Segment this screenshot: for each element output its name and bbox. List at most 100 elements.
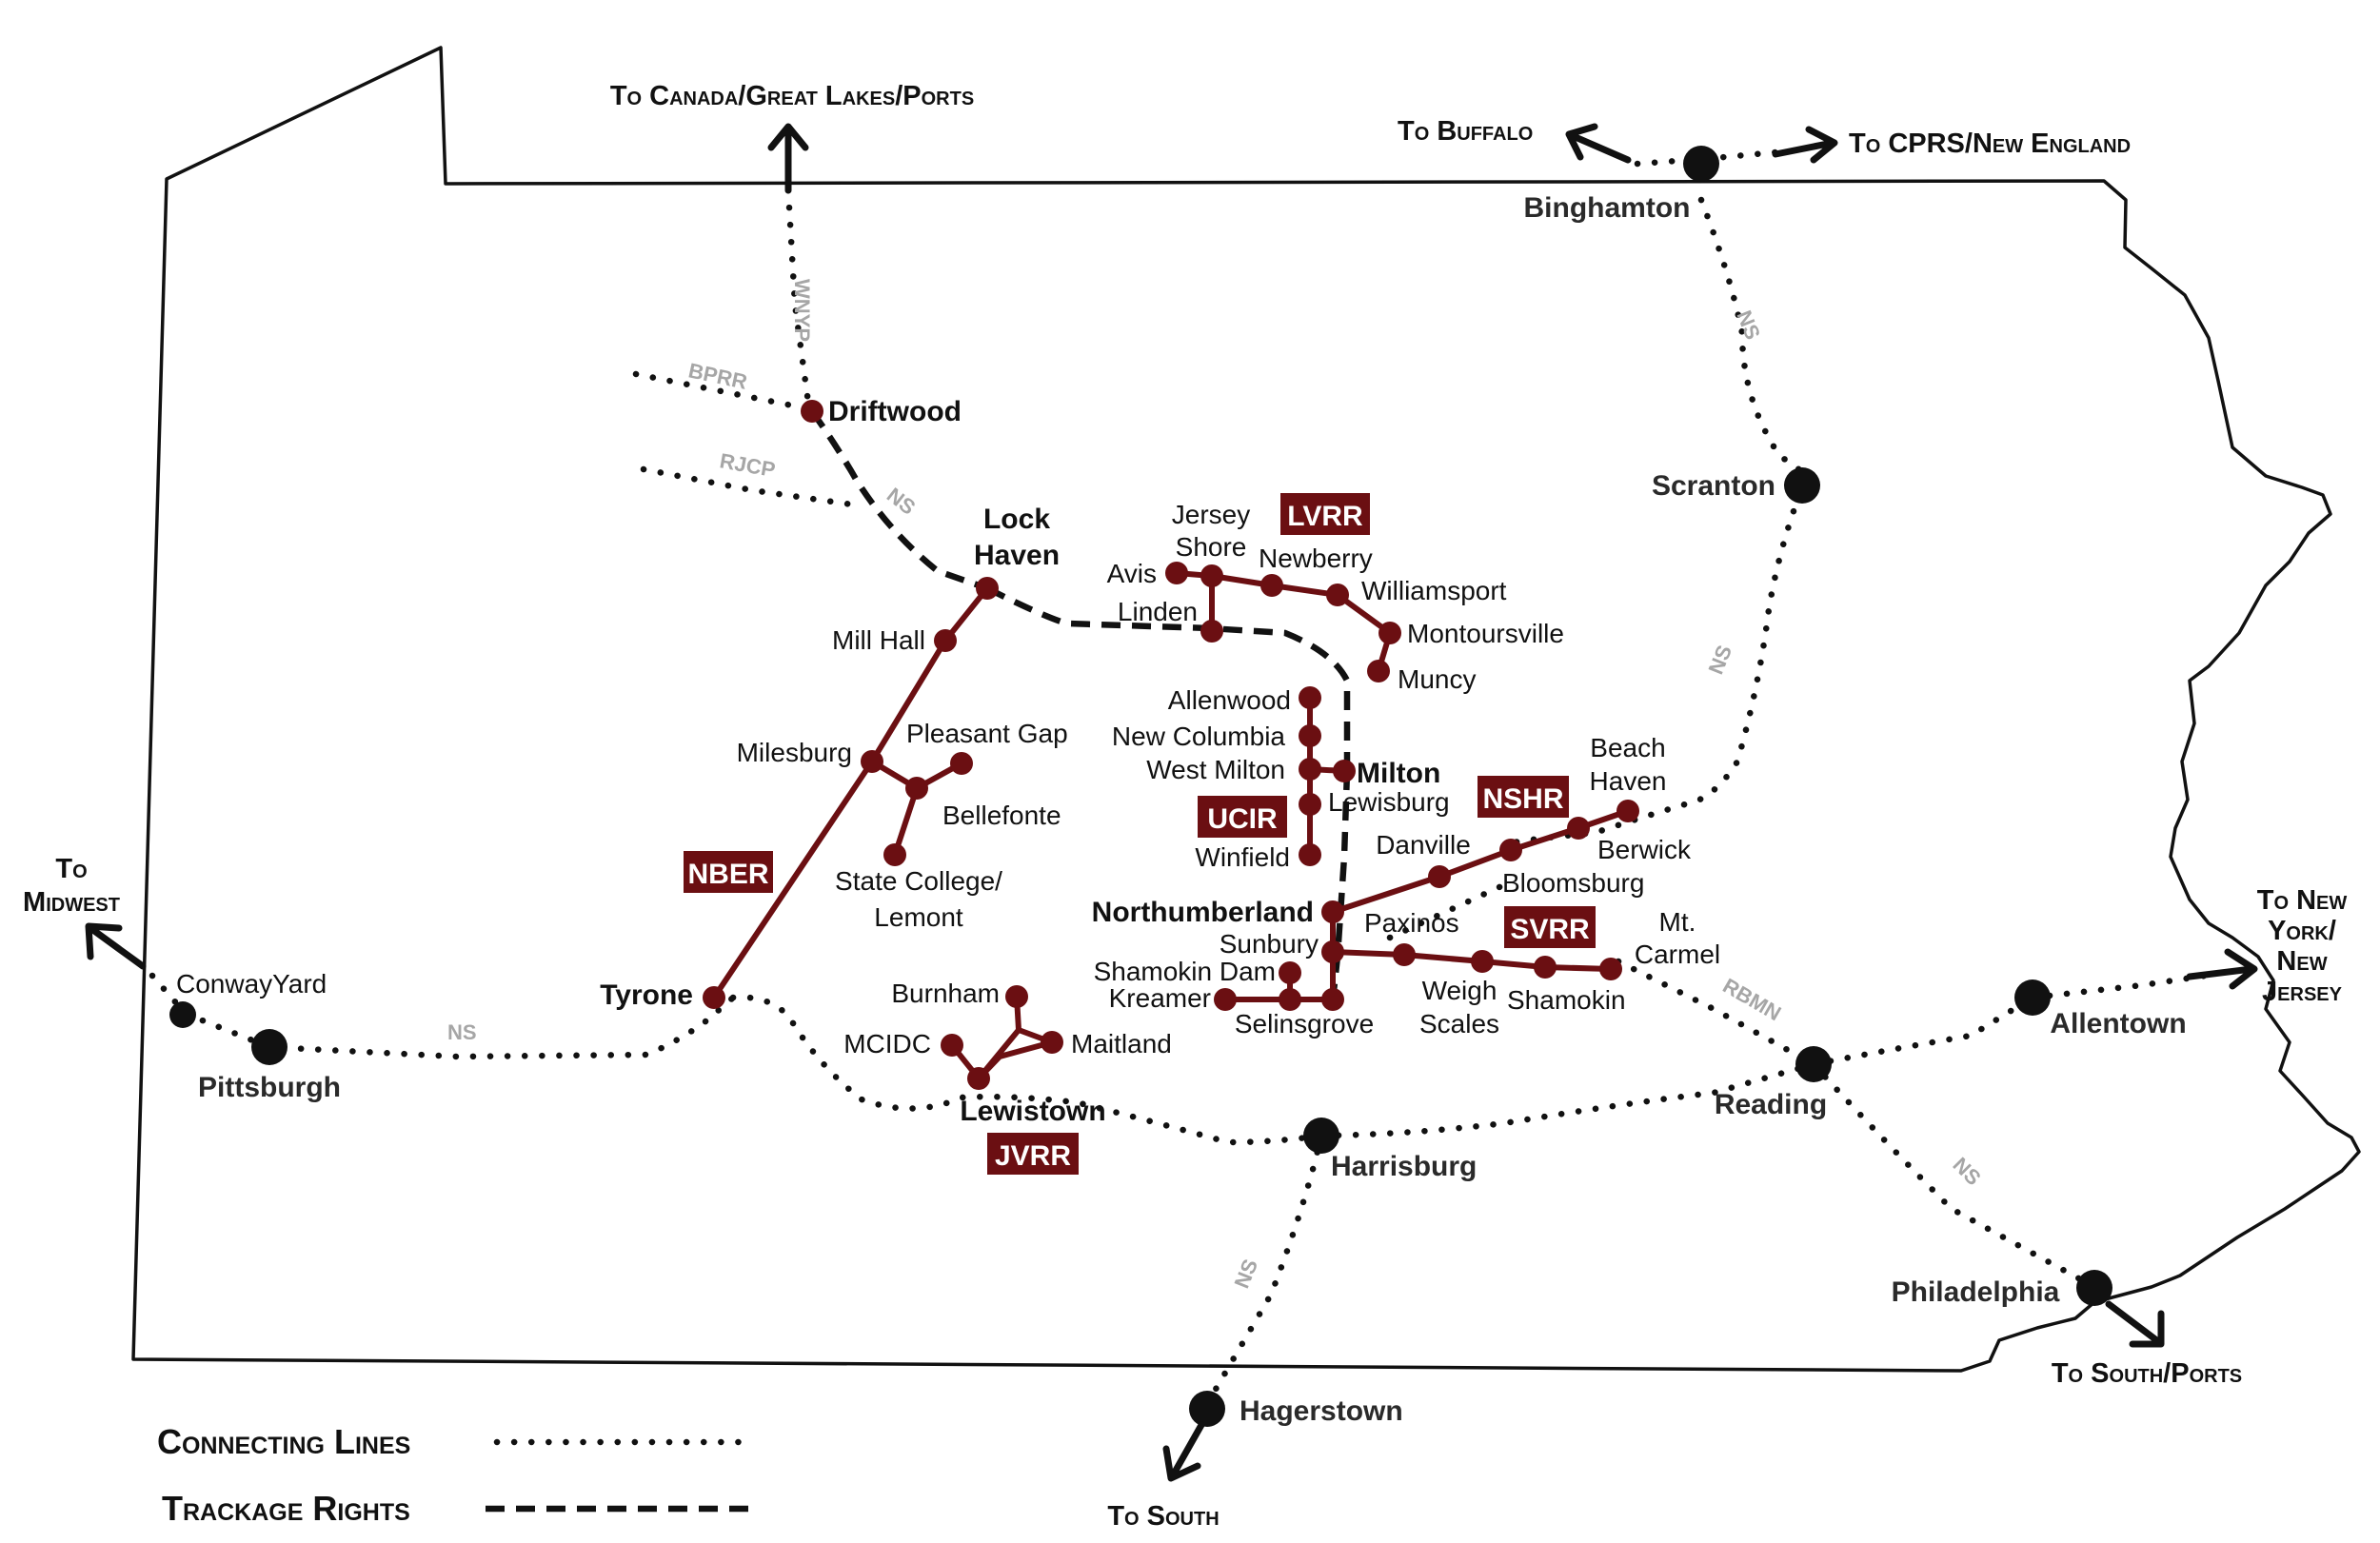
weigh-scales-station[interactable] <box>1471 950 1494 973</box>
state-college-station[interactable] <box>883 843 906 866</box>
sunbury-station[interactable] <box>1321 940 1344 963</box>
avis-station[interactable] <box>1165 562 1188 584</box>
paxinos-label: Paxinos <box>1364 908 1459 938</box>
direction-arrows <box>85 123 2258 1482</box>
harrisburg-label: Harrisburg <box>1331 1151 1477 1182</box>
harrisburg-dot[interactable] <box>1303 1118 1339 1154</box>
conway-yard-dot[interactable] <box>169 1001 196 1028</box>
reading-dot[interactable] <box>1795 1046 1832 1082</box>
beach-haven-station[interactable] <box>1616 800 1639 822</box>
mcidc-station[interactable] <box>941 1034 963 1057</box>
scranton-dot[interactable] <box>1784 467 1820 504</box>
burnham-station[interactable] <box>1005 985 1028 1008</box>
paxinos-station[interactable] <box>1393 943 1416 966</box>
sunbury-label: Sunbury <box>1220 929 1319 959</box>
binghamton-dot[interactable] <box>1683 146 1719 182</box>
jvrr-tag-label: JVRR <box>995 1140 1071 1172</box>
bprr-label: BPRR <box>686 358 749 393</box>
lock-haven-label-2: Haven <box>974 540 1060 571</box>
jvrr-route <box>949 994 1055 1081</box>
newberry-label: Newberry <box>1259 544 1373 573</box>
ucir-tag[interactable] <box>1198 796 1287 838</box>
harrisburg-reading-link <box>1318 1060 1817 1139</box>
to-midwest-label-1: To <box>55 854 87 884</box>
allenwood-station[interactable] <box>1299 686 1321 709</box>
ns-scranton-south <box>1510 491 1803 846</box>
maitland-station[interactable] <box>1041 1031 1063 1054</box>
to-cprs-label: To CPRS/New England <box>1849 129 2131 159</box>
svrr-tag-label: SVRR <box>1510 914 1590 945</box>
selinsgrove-mid-station[interactable] <box>1279 988 1301 1011</box>
shamokin-label: Shamokin <box>1507 985 1626 1015</box>
montoursville-label: Montoursville <box>1407 619 1564 648</box>
williamsport-station[interactable] <box>1326 584 1349 606</box>
allentown-label: Allentown <box>2050 1008 2186 1039</box>
lewisburg-label: Lewisburg <box>1328 787 1450 817</box>
bloomsburg-label: Bloomsburg <box>1502 868 1644 898</box>
ns-label-philadelphia: NS <box>1948 1153 1985 1190</box>
danville-station[interactable] <box>1428 865 1451 888</box>
winfield-station[interactable] <box>1299 843 1321 866</box>
reading-allentown-link <box>1810 994 2036 1068</box>
shamokin-station[interactable] <box>1534 956 1557 979</box>
shamokin-dam-station[interactable] <box>1279 961 1301 984</box>
lvrr-tag[interactable] <box>1280 493 1370 535</box>
berwick-label: Berwick <box>1597 835 1692 864</box>
williamsport-label: Williamsport <box>1361 576 1507 605</box>
jersey-shore-station[interactable] <box>1200 564 1223 587</box>
maitland-label: Maitland <box>1071 1029 1172 1058</box>
lewisburg-station[interactable] <box>1299 793 1321 816</box>
state-college-label-2: Lemont <box>874 902 963 932</box>
lewistown-station[interactable] <box>967 1067 990 1090</box>
avis-label: Avis <box>1107 559 1157 588</box>
selinsgrove-station[interactable] <box>1321 988 1344 1011</box>
ns-pittsburgh-tyrone <box>149 972 737 1060</box>
mill-hall-station[interactable] <box>934 629 957 652</box>
muncy-station[interactable] <box>1367 660 1390 682</box>
milesburg-station[interactable] <box>861 750 883 773</box>
to-south-label: To South <box>1107 1501 1219 1532</box>
newberry-station[interactable] <box>1260 574 1283 597</box>
winfield-label: Winfield <box>1195 842 1290 872</box>
linden-label: Linden <box>1118 597 1198 626</box>
mt-carmel-station[interactable] <box>1599 958 1622 980</box>
philadelphia-dot[interactable] <box>2076 1270 2112 1306</box>
linden-station[interactable] <box>1200 620 1223 643</box>
nber-tag[interactable] <box>684 851 773 893</box>
city-labels: Binghamton Scranton ConwayYard Pittsburg… <box>176 192 2187 1427</box>
milton-station[interactable] <box>1333 760 1356 782</box>
west-milton-station[interactable] <box>1299 758 1321 781</box>
driftwood-station[interactable] <box>801 400 823 423</box>
kreamer-station[interactable] <box>1214 988 1237 1011</box>
allentown-dot[interactable] <box>2014 979 2051 1016</box>
to-south-ports-label: To South/Ports <box>2052 1358 2242 1389</box>
allentown-ny-link <box>2029 970 2222 1001</box>
milesburg-label: Milesburg <box>737 738 852 767</box>
northumberland-label: Northumberland <box>1092 897 1314 928</box>
nshr-tag[interactable] <box>1478 776 1569 818</box>
berwick-station[interactable] <box>1567 817 1590 840</box>
legend-connecting-label: Connecting Lines <box>157 1422 410 1461</box>
mcidc-label: MCIDC <box>843 1029 931 1058</box>
hagerstown-dot[interactable] <box>1189 1391 1225 1427</box>
ns-label-pittsburgh: NS <box>447 1020 477 1044</box>
tyrone-station[interactable] <box>703 986 725 1009</box>
lock-haven-station[interactable] <box>976 577 999 600</box>
selinsgrove-label: Selinsgrove <box>1235 1009 1374 1039</box>
ucir-tag-label: UCIR <box>1207 803 1278 835</box>
weigh-scales-label-1: Weigh <box>1422 976 1497 1005</box>
nber-route <box>711 585 990 1000</box>
town-labels: Driftwood Lock Haven Mill Hall Milesburg… <box>600 396 1720 1127</box>
svrr-tag[interactable] <box>1504 906 1596 948</box>
bloomsburg-station[interactable] <box>1499 839 1522 861</box>
pittsburgh-dot[interactable] <box>251 1029 288 1065</box>
ns-binghamton-scranton <box>1697 196 1808 489</box>
jvrr-tag[interactable] <box>987 1133 1079 1175</box>
northumberland-station[interactable] <box>1321 900 1344 923</box>
hagerstown-label: Hagerstown <box>1240 1395 1403 1427</box>
new-columbia-station[interactable] <box>1299 724 1321 747</box>
bellefonte-station[interactable] <box>905 777 928 800</box>
montoursville-station[interactable] <box>1378 622 1401 644</box>
pleasant-gap-station[interactable] <box>950 752 973 775</box>
shortline-tags: LVRR NBER UCIR NSHR SVRR JVRR <box>684 493 1596 1175</box>
